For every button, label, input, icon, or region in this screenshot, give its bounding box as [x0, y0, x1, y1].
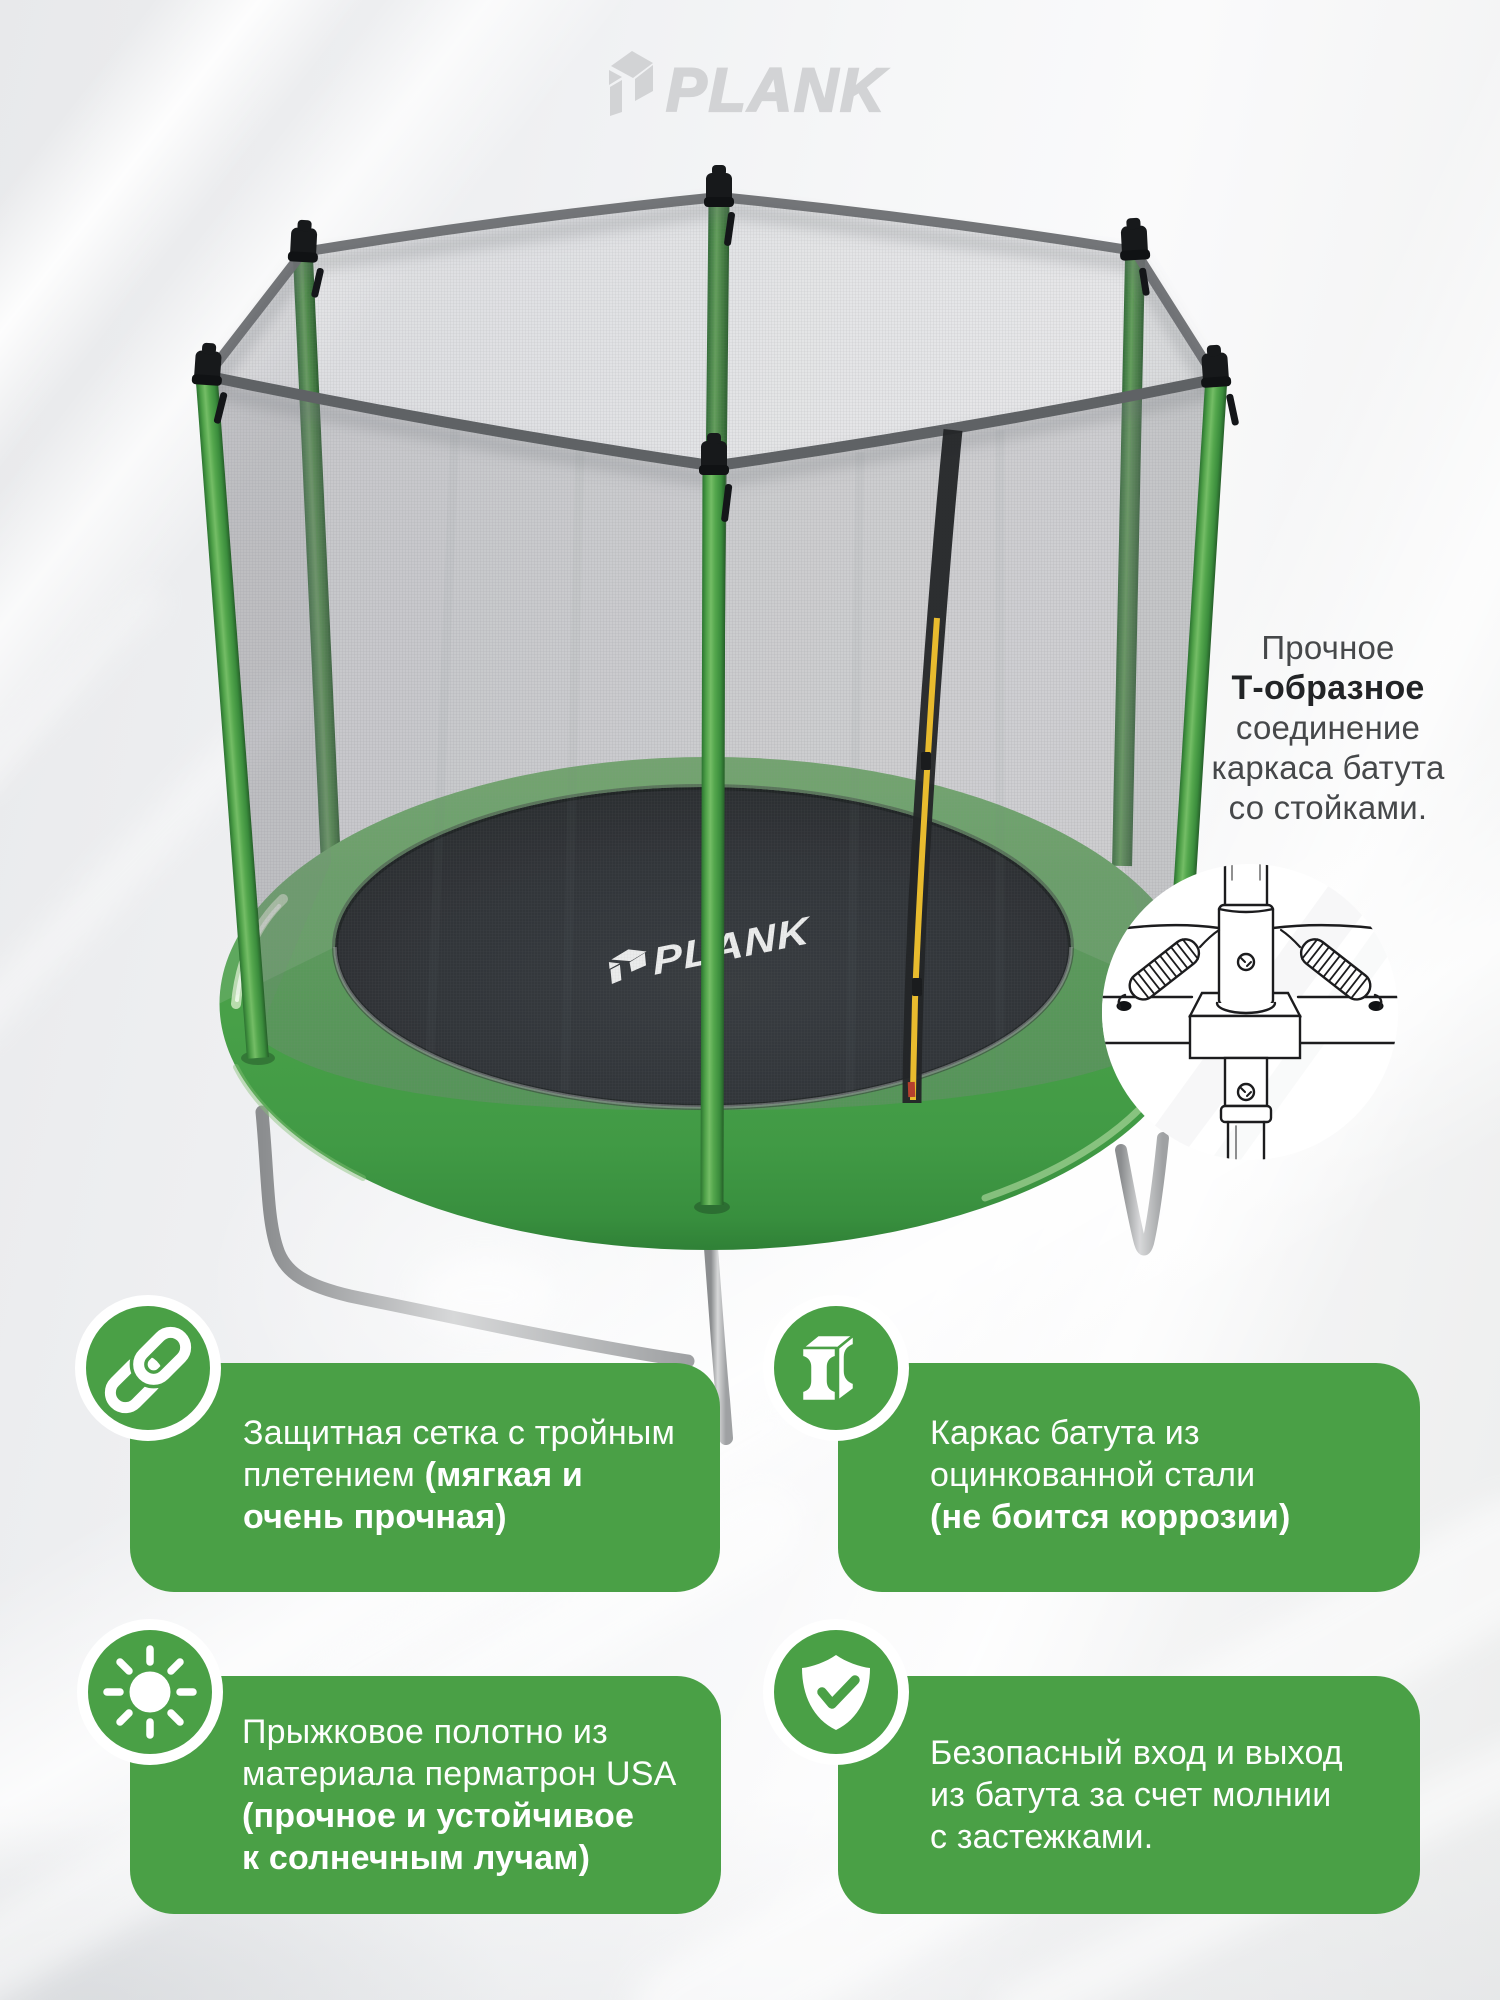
svg-text:PLANK: PLANK: [666, 56, 888, 124]
